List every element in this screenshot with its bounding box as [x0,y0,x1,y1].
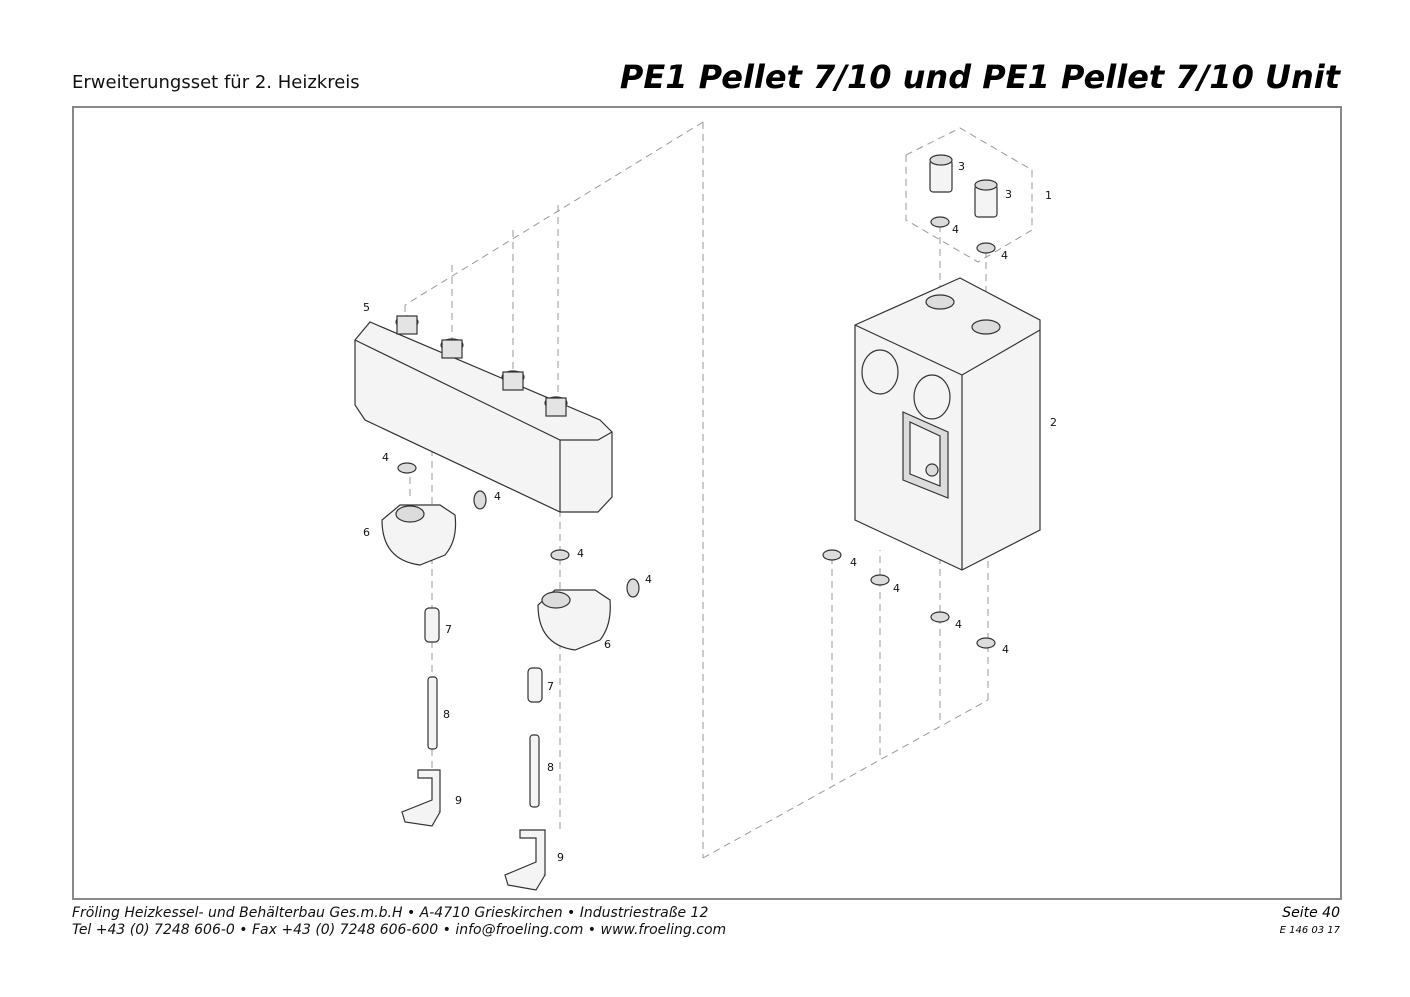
label-4c: 4 [850,556,857,569]
label-6a: 6 [363,526,370,539]
label-3a: 3 [958,160,965,173]
label-4g: 4 [382,451,389,464]
document-code: E 146 03 17 [1279,925,1340,936]
label-9b: 9 [557,851,564,864]
label-4e: 4 [955,618,962,631]
label-7a: 7 [445,623,452,636]
compression-fittings [929,154,998,218]
label-4i: 4 [577,547,584,560]
label-4a: 4 [952,223,959,236]
manifold-part [354,315,613,513]
mounting-brackets [401,769,546,891]
label-4f: 4 [1002,643,1009,656]
label-4j: 4 [645,573,652,586]
label-7b: 7 [547,680,554,693]
label-4d: 4 [893,582,900,595]
sensor-sleeves [424,607,543,808]
page-title: PE1 Pellet 7/10 und PE1 Pellet 7/10 Unit [619,58,1340,96]
label-8b: 8 [547,761,554,774]
label-1: 1 [1045,189,1052,202]
section-subtitle: Erweiterungsset für 2. Heizkreis [72,72,360,93]
seal-rings [397,216,996,649]
drawing-frame [72,106,1342,900]
label-9a: 9 [455,794,462,807]
label-8a: 8 [443,708,450,721]
footer-address: Fröling Heizkessel- und Behälterbau Ges.… [72,905,709,921]
label-3b: 3 [1005,188,1012,201]
pump-group-housing [854,277,1041,571]
label-4h: 4 [494,490,501,503]
label-5: 5 [363,301,370,314]
label-6b: 6 [604,638,611,651]
elbow-fitting-left [381,504,457,566]
label-4b: 4 [1001,249,1008,262]
label-2: 2 [1050,416,1057,429]
elbow-fitting-right [537,589,611,651]
footer-contact: Tel +43 (0) 7248 606-0 • Fax +43 (0) 724… [72,922,727,938]
position-labels: 1 2 3 3 4 4 4 4 4 4 4 4 4 4 5 6 6 7 7 8 … [363,160,1057,864]
page-number: Seite 40 [1282,905,1340,921]
